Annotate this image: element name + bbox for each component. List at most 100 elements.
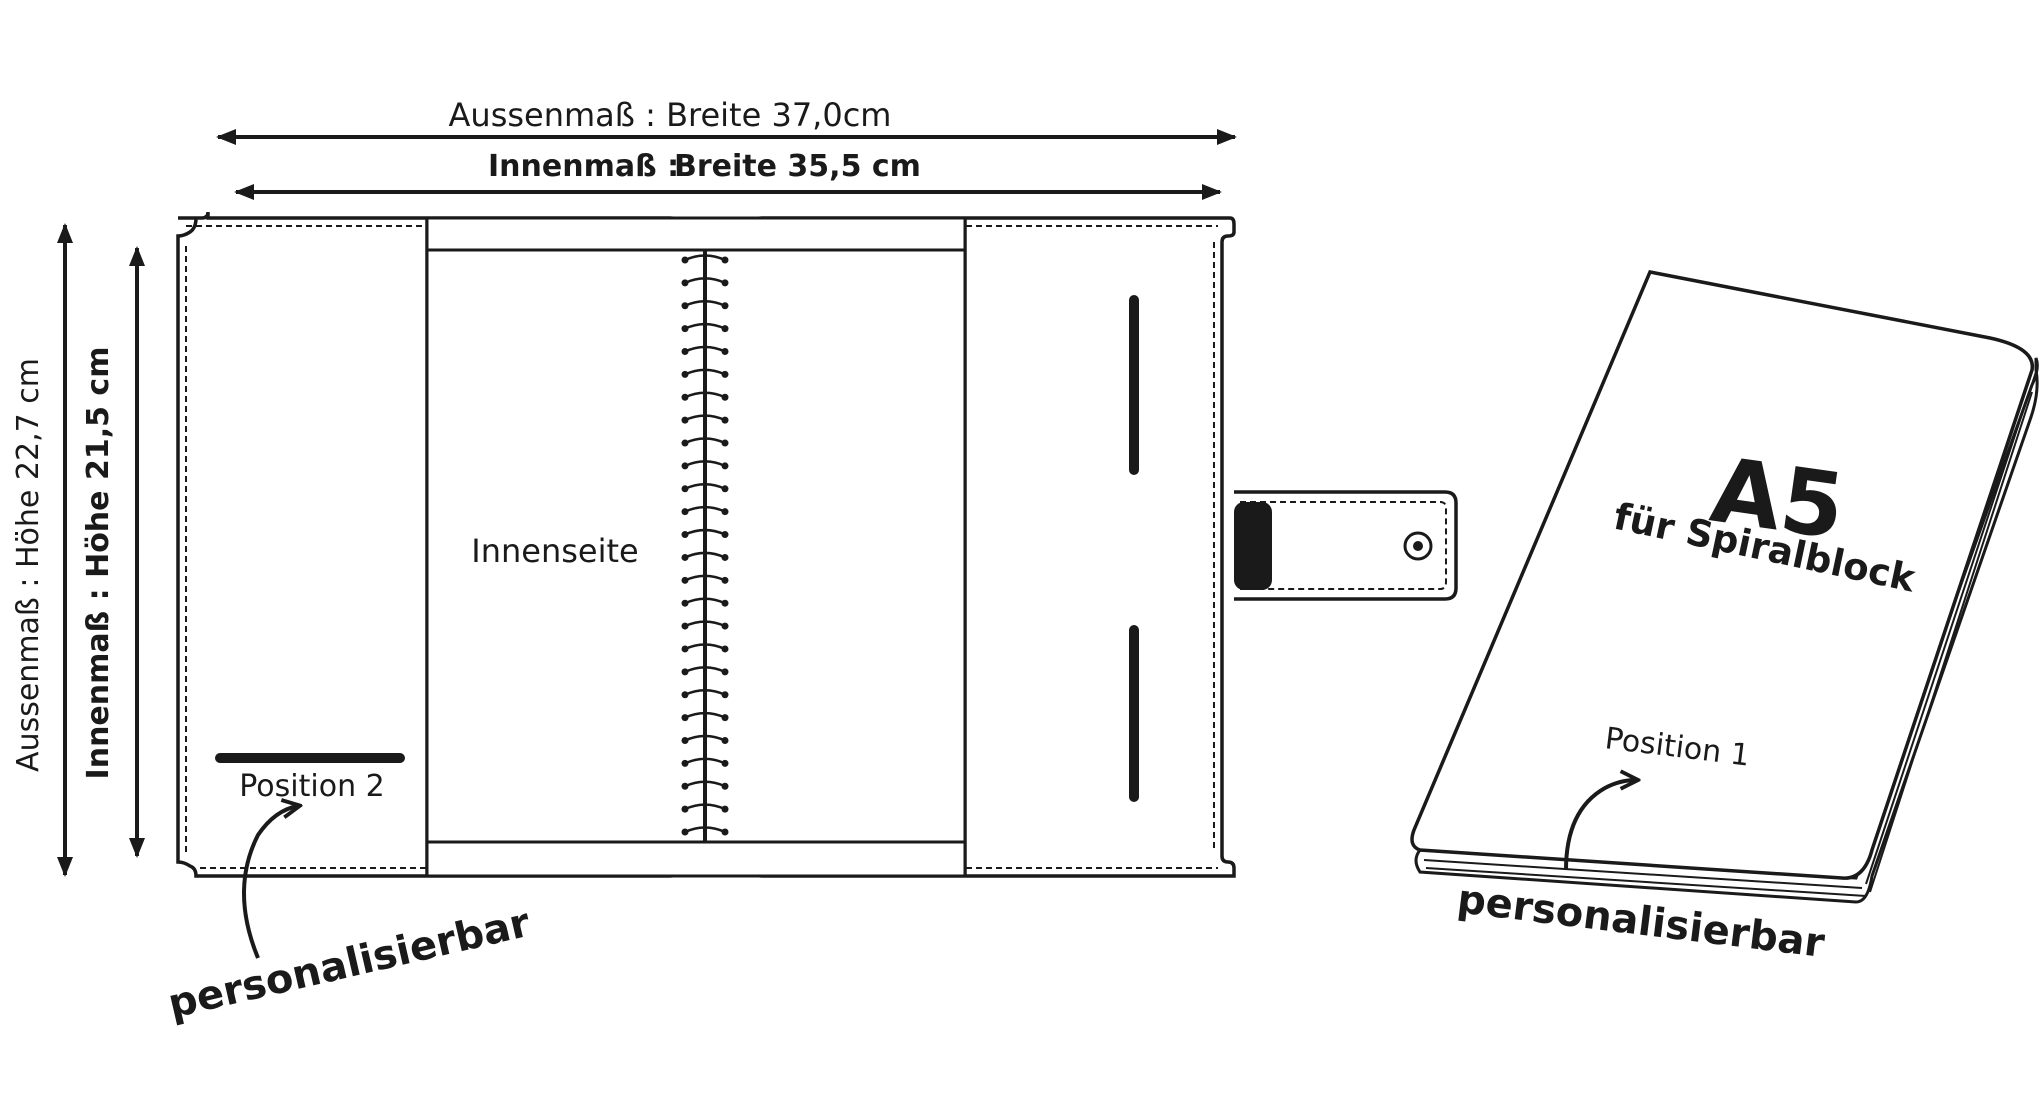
spiral-ring (684, 437, 726, 445)
spiral-hole (681, 508, 689, 516)
spiral-hole (681, 805, 689, 813)
inner-height-label: Innenmaß : Höhe 21,5 cm (81, 347, 116, 780)
spiral-hole (721, 759, 729, 767)
spiral-hole (721, 302, 729, 310)
spiral-hole (721, 714, 729, 722)
spiral-hole (681, 348, 689, 356)
spiral-hole (721, 805, 729, 813)
spiral-hole (681, 576, 689, 584)
spiral-hole (681, 668, 689, 676)
spiral-hole (681, 439, 689, 447)
spiral-hole (681, 462, 689, 470)
spiral-hole (721, 736, 729, 744)
strap-pen-holder (1234, 502, 1272, 590)
spiral-hole (721, 416, 729, 424)
spiral-hole (721, 622, 729, 630)
spiral-hole (681, 645, 689, 653)
spiral-ring (684, 643, 726, 651)
spiral-hole (681, 622, 689, 630)
spiral-hole (721, 462, 729, 470)
spiral-hole (721, 325, 729, 333)
spiral-ring (684, 300, 726, 307)
spiral-ring (684, 734, 726, 742)
spiral-ring (684, 688, 726, 696)
spiral-binding (681, 254, 729, 836)
spiral-ring (684, 666, 726, 673)
spiral-ring (684, 368, 726, 376)
spiral-hole (721, 782, 729, 790)
spiral-ring (684, 620, 726, 628)
spiral-hole (721, 485, 729, 493)
spiral-ring (684, 757, 726, 765)
inner-width-prefix: Innenmaß : (488, 149, 679, 184)
spiral-ring (684, 711, 726, 719)
spiral-hole (721, 439, 729, 447)
spiral-ring (684, 254, 726, 262)
spiral-hole (681, 279, 689, 287)
spiral-hole (721, 508, 729, 516)
spiral-ring (684, 345, 726, 353)
spiral-ring (684, 414, 726, 422)
inner-width-value: Breite 35,5 cm (674, 149, 921, 184)
spiral-ring (684, 505, 726, 513)
spiral-ring (684, 574, 726, 582)
spiral-hole (721, 393, 729, 401)
spiral-ring (684, 528, 726, 536)
spiral-hole (721, 348, 729, 356)
notebook-page-edges (1414, 357, 2039, 904)
position-1-pointer-arrow (1564, 780, 1636, 871)
spiral-ring (684, 803, 726, 811)
spiral-hole (721, 668, 729, 676)
spiral-ring (684, 780, 726, 788)
position-2-label: Position 2 (239, 769, 384, 804)
inner-page-label: Innenseite (471, 532, 638, 570)
spiral-hole (681, 736, 689, 744)
spiral-hole (681, 782, 689, 790)
spiral-ring (684, 551, 726, 559)
spiral-hole (721, 828, 729, 836)
spiral-hole (681, 599, 689, 607)
spiral-hole (721, 256, 729, 264)
outer-height-label: Aussenmaß : Höhe 22,7 cm (11, 358, 46, 772)
spiral-hole (721, 370, 729, 378)
spiral-ring (684, 322, 726, 330)
spiral-hole (721, 531, 729, 539)
position-2-personalize-label: personalisierbar (164, 900, 535, 1028)
spiral-hole (681, 325, 689, 333)
spiral-hole (681, 553, 689, 561)
spiral-hole (681, 370, 689, 378)
spiral-hole (681, 393, 689, 401)
notebook-cover (1410, 270, 2034, 880)
spiral-hole (721, 691, 729, 699)
position-2-pointer-arrow (242, 806, 298, 959)
spiral-ring (684, 277, 726, 285)
notebook-size-label: A5 (1705, 438, 1851, 560)
spiral-hole (681, 416, 689, 424)
spiral-hole (721, 599, 729, 607)
open-folder: Innenseite Position 2 (176, 211, 1458, 878)
inner-width-dimension: Innenmaß : Breite 35,5 cm (234, 149, 1222, 200)
spiral-hole (721, 645, 729, 653)
spiral-ring (684, 597, 726, 605)
outer-height-dimension: Aussenmaß : Höhe 22,7 cm (11, 223, 73, 877)
spiral-hole (681, 714, 689, 722)
inner-notebook-top-strip (425, 216, 967, 252)
outer-width-label: Aussenmaß : Breite 37,0cm (449, 96, 892, 134)
spiral-ring (684, 826, 726, 834)
spiral-hole (681, 302, 689, 310)
inner-notebook-bottom-strip (425, 840, 967, 878)
spiral-hole (681, 256, 689, 264)
spiral-hole (681, 691, 689, 699)
inner-height-dimension: Innenmaß : Höhe 21,5 cm (81, 246, 145, 858)
a5-notebook: A5 für Spiralblock Position 1 (1410, 270, 2039, 904)
closure-strap (1234, 490, 1458, 601)
spiral-hole (681, 828, 689, 836)
spiral-hole (721, 553, 729, 561)
spiral-hole (721, 576, 729, 584)
spiral-ring (684, 483, 726, 490)
spiral-ring (684, 391, 726, 399)
spiral-hole (681, 485, 689, 493)
spiral-hole (721, 279, 729, 287)
spiral-hole (681, 531, 689, 539)
